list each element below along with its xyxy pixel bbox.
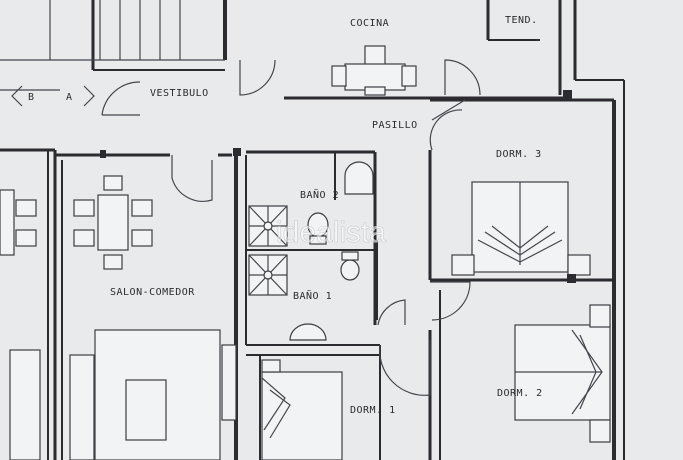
label-salon-comedor: SALON-COMEDOR — [110, 287, 195, 298]
section-marker-a-label: A — [66, 92, 73, 103]
dining-set-left — [0, 189, 37, 256]
label-pasillo: PASILLO — [372, 120, 418, 131]
label-vestibulo: VESTIBULO — [150, 88, 209, 99]
bed-dorm2 — [514, 304, 611, 443]
label-dorm1: DORM. 1 — [350, 405, 396, 416]
label-tend: TEND. — [505, 15, 538, 26]
label-dorm3: DORM. 3 — [496, 149, 542, 160]
section-marker-b-label: B — [28, 92, 35, 103]
doors — [101, 59, 481, 396]
section-marker-a: A — [66, 85, 95, 107]
label-cocina: COCINA — [350, 18, 389, 29]
bed-dorm3 — [451, 181, 591, 276]
pillars — [100, 90, 576, 283]
watermark-logo: idealista — [276, 216, 386, 249]
dining-set-right — [73, 175, 153, 270]
bed-dorm1 — [261, 359, 343, 460]
bathroom-fixtures — [248, 161, 378, 341]
kitchen-furniture — [331, 45, 417, 96]
label-bano2: BAÑO 2 — [300, 188, 339, 201]
living-furniture — [9, 329, 237, 460]
label-dorm2: DORM. 2 — [497, 388, 543, 399]
section-marker-b: B — [11, 85, 35, 107]
label-bano1: BAÑO 1 — [293, 289, 332, 302]
